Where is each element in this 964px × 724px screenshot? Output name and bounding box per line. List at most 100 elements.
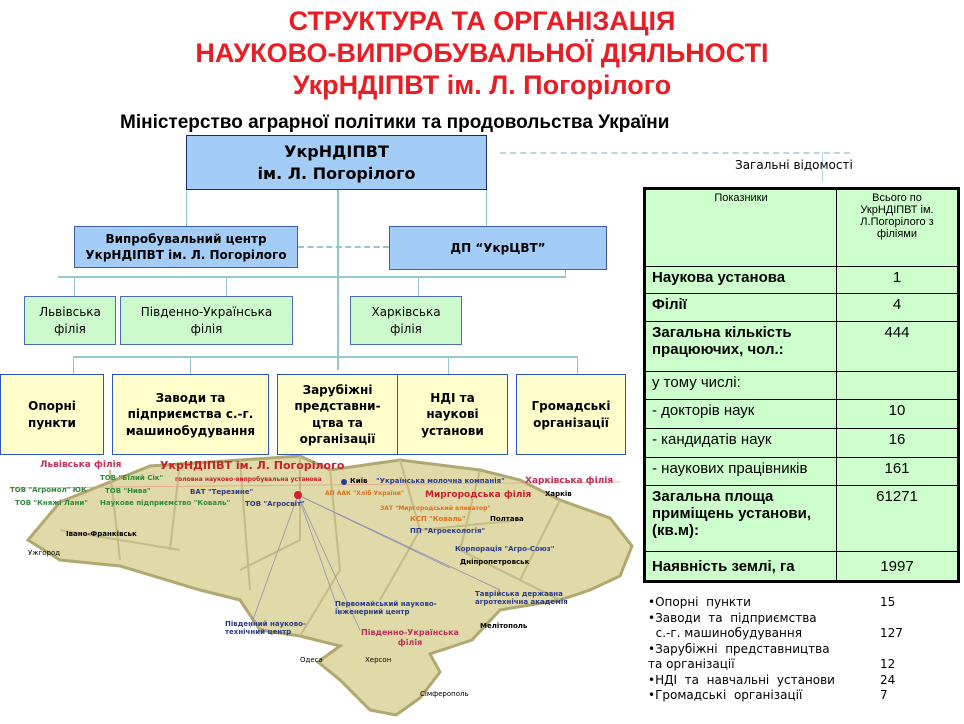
table-row: Загальна кількість працюючих, чол.:444 [644, 321, 959, 372]
box-line: Львівська [39, 305, 101, 320]
value-cell: 161 [836, 457, 959, 486]
connector [448, 358, 449, 374]
title-line-1: СТРУКТУРА ТА ОРГАНІЗАЦІЯ [288, 6, 676, 36]
dp-ukrcvt-box: ДП “УкрЦВТ” [389, 226, 607, 270]
indicator-cell: Філії [644, 293, 837, 322]
box-line: представни- [294, 399, 381, 414]
summary-item: •НДІ та навчальні установи [648, 672, 835, 687]
map-label: УкрНДІПВТ ім. Л. Погорілого [160, 459, 345, 472]
indicator-cell: - кандидатів наук [644, 428, 837, 458]
box-line: ім. Л. Погорілого [257, 163, 416, 183]
table-row: у тому числі: [644, 371, 959, 400]
map-label: ВАТ "Терезине" [190, 488, 254, 496]
value-cell: 10 [836, 399, 959, 429]
box-line: філія [390, 321, 422, 336]
box-line: УкрНДІПВТ ім. Л. Погорілого [85, 248, 287, 262]
dashed-connector [822, 152, 823, 182]
box-line: філія [190, 321, 223, 336]
connector [577, 358, 578, 374]
map-label: ТОВ "Нива" [105, 487, 151, 495]
connector [73, 358, 74, 374]
title-line-3: УкрНДІПВТ ім. Л. Погорілого [292, 70, 672, 100]
map-label: АП ААК "Хліб України" [325, 490, 405, 497]
map-label: Сімферополь [420, 690, 469, 698]
summary-item: •Заводи та підприємства [648, 610, 817, 625]
box-line: машинобудування [125, 423, 256, 438]
indicator-cell: - докторів наук [644, 399, 837, 429]
summary-value: 24 [880, 672, 896, 687]
indicator-cell: у тому числі: [644, 371, 837, 400]
connector [58, 276, 566, 278]
connector [74, 278, 75, 296]
map-label: Південний науково-технічний центр [225, 620, 306, 637]
box-line: Громадські [531, 399, 611, 414]
table-row: Загальна площа приміщень установи, (кв.м… [644, 485, 959, 552]
box-line: Зарубіжні [302, 383, 373, 398]
box-line: пункти [28, 415, 76, 430]
table-header-row: Показники Всього по УкрНДІПВТ ім. Л.Пого… [644, 188, 959, 267]
map-label: ТОВ "Білий Сік" [100, 474, 164, 482]
map-label: ТОВ "Княжі Лани" [15, 499, 88, 507]
map-label: Таврійська державна агротехнічна академі… [475, 590, 568, 607]
map-label: Полтава [490, 515, 524, 523]
connector [337, 190, 339, 370]
map-label: ТОВ "Агросвіт" [245, 500, 305, 508]
dashed-connector [500, 152, 850, 154]
map-label: Харківська філія [525, 476, 614, 486]
value-cell: 61271 [836, 485, 959, 552]
indicator-cell: Загальна кількість працюючих, чол.: [644, 321, 837, 372]
box-line: Заводи та [155, 391, 226, 406]
indicator-cell: Наукова установа [644, 266, 837, 294]
connection-lines [9, 481, 621, 631]
box-line: організації [299, 431, 376, 446]
box-line: наукові [426, 407, 479, 422]
summary-item: та організації [648, 657, 735, 671]
map-label: Одеса [300, 656, 323, 664]
indicator-cell: Наявність землі, га [644, 551, 837, 582]
box-line: Випробувальний центр [105, 231, 267, 246]
map-label: Харків [545, 490, 572, 498]
map-label: Первомайський науково-інженерний центр [335, 600, 437, 617]
connector [226, 278, 227, 296]
connector [418, 278, 419, 296]
map-label: Наукове підприємство "Коваль" [100, 499, 231, 507]
indicator-cell: Загальна площа приміщень установи, (кв.м… [644, 485, 837, 552]
box-line: підприємства с.-г. [127, 407, 254, 422]
box-line: установи [421, 423, 484, 438]
value-cell [836, 371, 959, 400]
map-label: Південно-Українська філія [361, 628, 459, 647]
connector [73, 356, 578, 358]
box-line: Опорні [28, 399, 76, 414]
summary-value: 127 [880, 626, 903, 640]
title-line-2: НАУКОВО-ВИПРОБУВАЛЬНОЇ ДІЯЛЬНОСТІ [195, 38, 769, 68]
kyiv-marker [341, 479, 347, 485]
ministry-label: Міністерство аграрної політики та продов… [120, 112, 670, 133]
connector [565, 270, 566, 278]
map-label: Ужгород [28, 549, 61, 557]
summary-value: 7 [880, 688, 888, 702]
map-label: головна науково-випробувальна установа [175, 476, 322, 483]
box-line: УкрНДІПВТ [284, 141, 389, 161]
connector [186, 190, 187, 226]
header-cell: Всього по УкрНДІПВТ ім. Л.Погорілого з ф… [836, 188, 959, 267]
summary-item: с.-г. машинобудування [648, 626, 802, 640]
value-cell: 16 [836, 428, 959, 458]
map-label: Корпорація "Агро-Союз" [455, 545, 555, 553]
general-info-table: Показники Всього по УкрНДІПВТ ім. Л.Пого… [643, 187, 960, 583]
map-label: Миргородська філія [425, 490, 532, 500]
map-label: Київ [350, 477, 368, 485]
box-line: НДІ та [430, 391, 475, 406]
